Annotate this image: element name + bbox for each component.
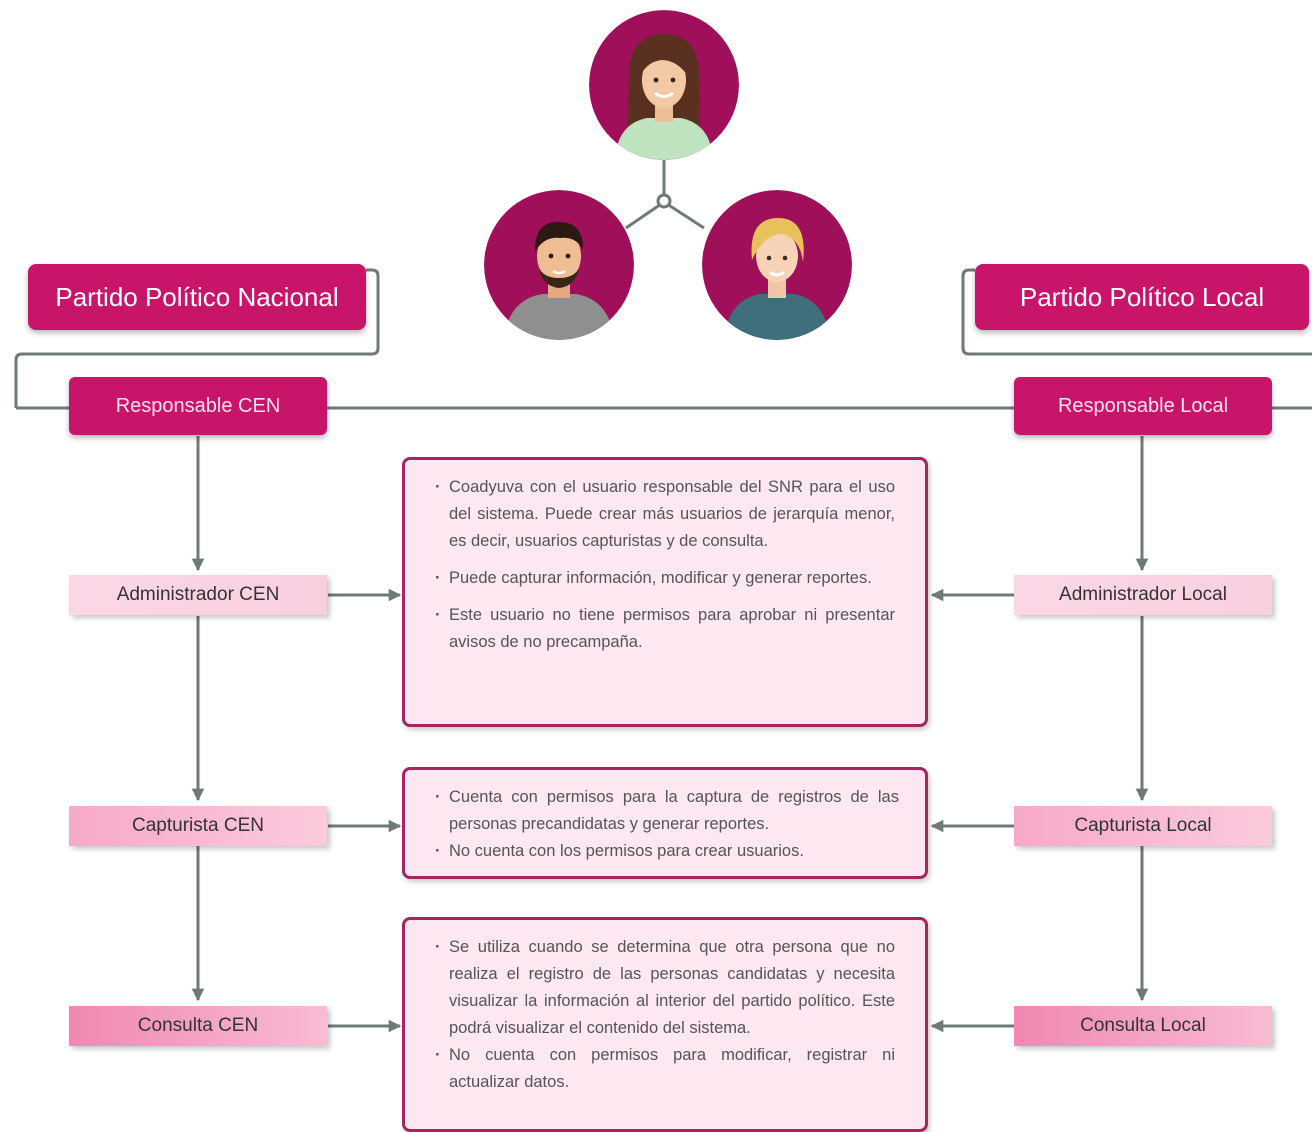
party-local-label: Partido Político Local (975, 264, 1309, 330)
description-bullet: Puede capturar información, modificar y … (435, 565, 895, 592)
woman-blonde-hair-icon (702, 190, 852, 340)
woman-brown-hair-icon (589, 10, 739, 160)
description-bullet: No cuenta con los permisos para crear us… (435, 838, 899, 865)
responsible-local-node: Responsable Local (1014, 377, 1272, 435)
administrator-description-box: Coadyuva con el usuario responsable del … (402, 457, 928, 727)
administrator-cen-node: Administrador CEN (69, 575, 327, 615)
description-bullet: Se utiliza cuando se determina que otra … (435, 934, 895, 1042)
description-bullet: No cuenta con permisos para modificar, r… (435, 1042, 895, 1096)
capturist-description-box: Cuenta con permisos para la captura de r… (402, 767, 928, 879)
party-national-label: Partido Político Nacional (28, 264, 366, 330)
query-description-box: Se utiliza cuando se determina que otra … (402, 917, 928, 1132)
capturist-cen-node: Capturista CEN (69, 806, 327, 846)
query-cen-node: Consulta CEN (69, 1006, 327, 1046)
responsible-cen-node: Responsable CEN (69, 377, 327, 435)
description-bullet: Este usuario no tiene permisos para apro… (435, 602, 895, 656)
capturist-local-node: Capturista Local (1014, 806, 1272, 846)
administrator-local-node: Administrador Local (1014, 575, 1272, 615)
description-bullet: Cuenta con permisos para la captura de r… (435, 784, 899, 838)
query-local-node: Consulta Local (1014, 1006, 1272, 1046)
description-bullet: Coadyuva con el usuario responsable del … (435, 474, 895, 555)
man-dark-hair-icon (484, 190, 634, 340)
